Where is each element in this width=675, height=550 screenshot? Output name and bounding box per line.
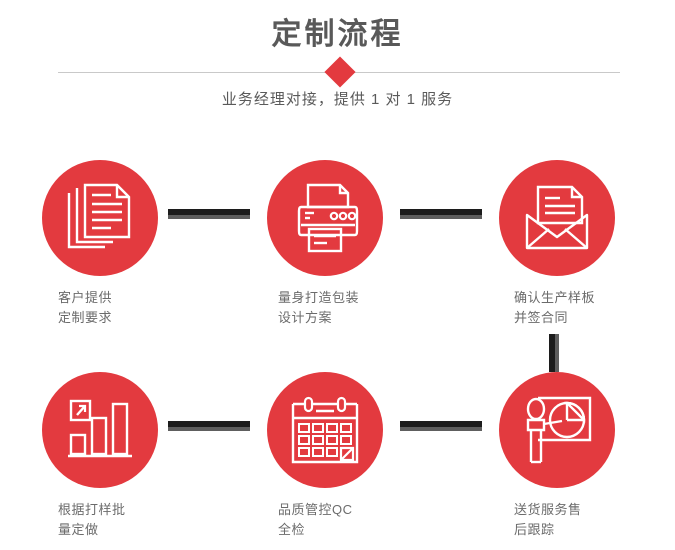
step-4-circle[interactable] <box>42 372 158 488</box>
connector-bar <box>168 421 250 427</box>
step-1-label: 客户提供 定制要求 <box>58 290 113 325</box>
step-3-label: 确认生产样板 并签合同 <box>514 290 596 325</box>
page-subtitle: 业务经理对接，提供 1 对 1 服务 <box>221 91 454 108</box>
step-1-circle[interactable] <box>42 160 158 276</box>
step-2-label: 量身打造包装 设计方案 <box>278 290 360 325</box>
connector-2-3 <box>400 209 482 219</box>
connector-shadow <box>168 427 250 431</box>
connector-4-5 <box>168 421 250 431</box>
diamond-icon <box>324 56 356 88</box>
step-3-circle[interactable] <box>499 160 615 276</box>
page-title: 定制流程 <box>271 18 404 51</box>
connector-3-4 <box>549 334 559 372</box>
envelope-document-icon <box>525 185 589 250</box>
connector-shadow <box>400 215 482 219</box>
printer-icon <box>297 183 359 253</box>
connector-5-6 <box>400 421 482 431</box>
connector-bar <box>400 209 482 215</box>
step-5-label: 品质管控QC 全检 <box>278 502 353 537</box>
connector-shadow <box>400 427 482 431</box>
calendar-check-icon <box>291 396 359 464</box>
connector-bar <box>549 334 555 372</box>
documents-stack-icon <box>67 183 131 249</box>
step-5-circle[interactable] <box>267 372 383 488</box>
connector-shadow <box>168 215 250 219</box>
step-6-label: 送货服务售 后跟踪 <box>514 502 582 537</box>
step-6-circle[interactable] <box>499 372 615 488</box>
presentation-person-icon <box>526 396 592 464</box>
connector-shadow <box>555 334 559 372</box>
connector-1-2 <box>168 209 250 219</box>
connector-bar <box>168 209 250 215</box>
bar-chart-growth-icon <box>68 399 132 458</box>
connector-bar <box>400 421 482 427</box>
step-2-circle[interactable] <box>267 160 383 276</box>
step-4-label: 根据打样批 量定做 <box>58 502 126 537</box>
